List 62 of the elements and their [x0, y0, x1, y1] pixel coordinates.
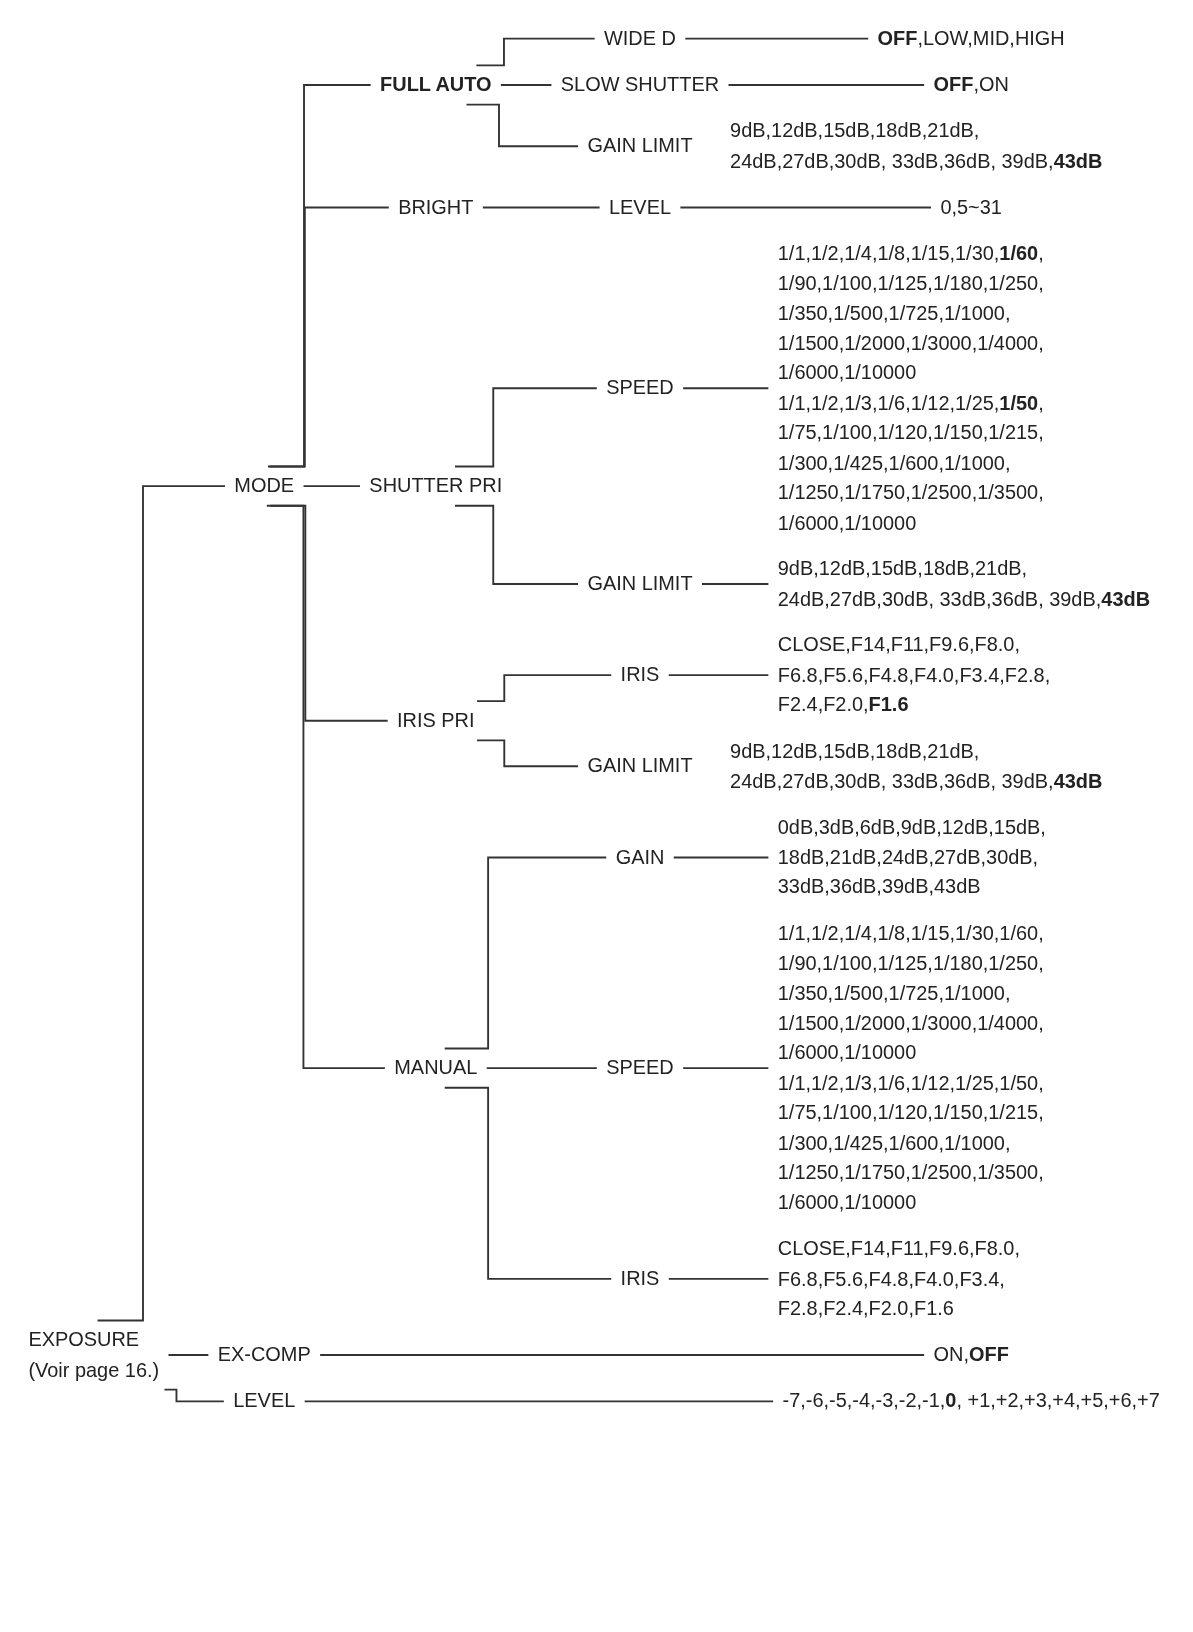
connector — [167, 1354, 210, 1356]
node-text: OFF,LOW,MID,HIGH — [877, 27, 1065, 50]
connector — [265, 504, 386, 1070]
connector — [727, 84, 926, 86]
connector — [319, 1354, 926, 1356]
node-text: 1/1,1/2,1/4,1/8,1/15,1/30,1/60, 1/90,1/100,1/125,1/180,1/250, 1/350,1/500,1/725,1/1000, 1/1500,1/2000,1/3000,1/4000, 1/6000,1/10000 1/1,1/2,1/3,1/6,1/12,1/25,1/50, 1/75,1/100,1/120,1/150,1/215, 1/300,1/425,1/600,1/1000, 1/1250,1/1750,1/2500,1/3500, 1/6000,1/10000 — [777, 922, 1044, 1214]
connector — [476, 739, 579, 768]
node-text: ON,OFF — [933, 1343, 1009, 1366]
node-text: 0dB,3dB,6dB,9dB,12dB,15dB, 18dB,21dB,24dB,27dB,30dB, 33dB,36dB,39dB,43dB — [777, 816, 1046, 899]
connector — [443, 1086, 613, 1280]
node-label: 9dB,12dB,15dB,18dB,21dB, 24dB,27dB,30dB, 33dB,36dB, 39dB,43dB — [730, 739, 1103, 793]
node-label: 9dB,12dB,15dB,18dB,21dB, 24dB,27dB,30dB, 33dB,36dB, 39dB,43dB — [730, 119, 1103, 172]
connector — [499, 84, 553, 86]
node-text: BRIGHT — [398, 196, 474, 219]
connector — [684, 37, 870, 40]
node-text: IRIS — [620, 663, 660, 687]
node-text: LEVEL — [608, 196, 672, 219]
node-text: SHUTTER PRI — [369, 474, 503, 497]
connector — [679, 206, 932, 209]
connector — [485, 1067, 598, 1070]
connector — [701, 583, 770, 585]
node-text: GAIN LIMIT — [587, 134, 693, 158]
node-text: MODE — [234, 474, 295, 497]
node-text: WIDE D — [604, 27, 676, 50]
connector — [682, 387, 770, 390]
connector — [302, 485, 361, 488]
node-text: FULL AUTO — [380, 73, 492, 96]
node-text: EXPOSURE (Voir page 16.) — [28, 1328, 160, 1381]
node-text: MANUAL — [394, 1056, 478, 1079]
connector — [163, 1388, 225, 1403]
connector — [268, 206, 390, 468]
connector — [465, 103, 579, 148]
node-text: CLOSE,F14,F11,F9.6,F8.0, F6.8,F5.6,F4.8,F4.0,F3.4,F2.8, F2.4,F2.0,F1.6 — [777, 633, 1051, 716]
connector — [667, 1277, 770, 1280]
node-text: CLOSE,F14,F11,F9.6,F8.0, F6.8,F5.6,F4.8,F4.0,F3.4, F2.8,F2.4,F2.0,F1.6 — [777, 1237, 1020, 1320]
connector — [481, 206, 601, 209]
node-text: GAIN — [615, 846, 665, 869]
connector — [682, 1067, 770, 1070]
node-text: IRIS PRI — [397, 709, 475, 732]
node-text: SPEED — [606, 376, 674, 400]
node-text: SPEED — [606, 1056, 674, 1079]
node-text: SLOW SHUTTER — [560, 73, 720, 96]
node-text: 0,5~31 — [940, 196, 1002, 219]
node-text: -7,-6,-5,-4,-3,-2,-1,0, +1,+2,+3,+4,+5,+6,+7 — [782, 1389, 1160, 1413]
connector — [303, 1400, 775, 1403]
connector — [454, 387, 598, 468]
connector — [476, 674, 613, 703]
connector — [672, 856, 770, 859]
node-text: GAIN LIMIT — [587, 572, 693, 595]
connector — [443, 856, 608, 1050]
node-text: GAIN LIMIT — [587, 754, 693, 778]
connector — [667, 674, 770, 677]
node-text: 1/1,1/2,1/4,1/8,1/15,1/30,1/60, 1/90,1/100,1/125,1/180,1/250, 1/350,1/500,1/725,1/1000, 1/1500,1/2000,1/3000,1/4000, 1/6000,1/10000 1/1,1/2,1/3,1/6,1/12,1/25,1/50, 1/75,1/100,1/120,1/150,1/215, 1/300,1/425,1/600,1/1000, 1/1250,1/1750,1/2500,1/3500, 1/6000,1/10000 — [777, 242, 1044, 534]
connector — [454, 504, 579, 585]
connector — [475, 37, 596, 67]
connector — [267, 84, 372, 468]
node-text: OFF,ON — [933, 73, 1009, 96]
connector — [96, 485, 226, 1322]
node-text: IRIS — [620, 1267, 660, 1290]
node-text: 9dB,12dB,15dB,18dB,21dB, 24dB,27dB,30dB, 33dB,36dB, 39dB,43dB — [777, 557, 1151, 610]
node-text: LEVEL — [233, 1389, 296, 1413]
node-text: EX-COMP — [217, 1343, 311, 1366]
